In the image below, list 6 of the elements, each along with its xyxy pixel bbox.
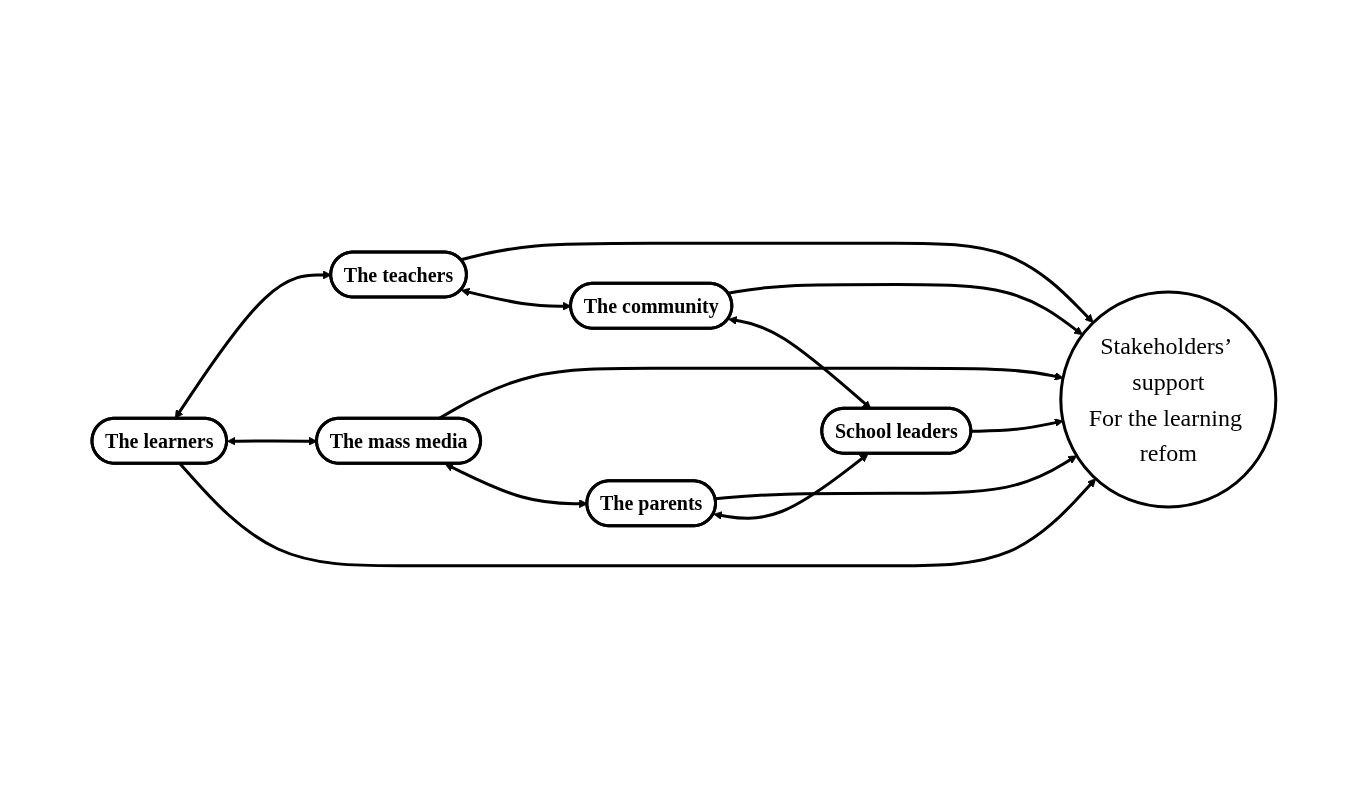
arrow (970, 418, 1063, 433)
node-circle: Stakeholders’ support For the learning refom (1058, 290, 1277, 509)
arrow (460, 241, 1094, 323)
arrow (714, 455, 1077, 501)
arrow (727, 283, 1083, 336)
arrow (713, 453, 869, 520)
